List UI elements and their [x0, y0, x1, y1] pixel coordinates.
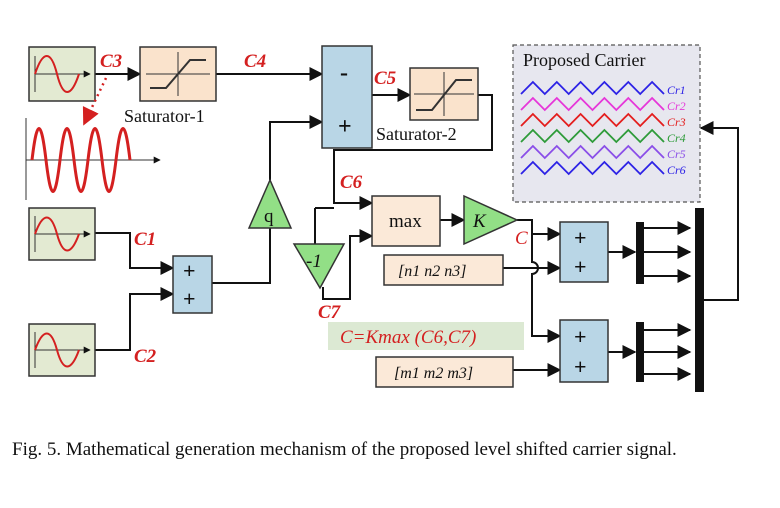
sum-lower-plus-2: + — [183, 286, 196, 311]
sine-wave-icon — [34, 216, 91, 252]
source-c3 — [28, 46, 96, 102]
figure-caption: Fig. 5. Mathematical generation mechanis… — [12, 439, 677, 460]
label-c3: C3 — [100, 51, 122, 72]
saturator-2-label: Saturator-2 — [376, 124, 457, 144]
label-c7: C7 — [318, 302, 342, 323]
m-vector-label: [m1 m2 m3] — [394, 365, 473, 382]
mux-bar-icon — [636, 208, 704, 392]
carrier-wave-6 — [520, 160, 665, 176]
n-vector-label: [n1 n2 n3] — [398, 263, 466, 280]
label-c1: C1 — [134, 229, 156, 250]
label-c6: C6 — [340, 172, 363, 193]
carrier-wave-2 — [520, 96, 665, 112]
sine-wave-plot — [25, 118, 161, 200]
max-label: max — [389, 211, 422, 232]
sum-right-lower-plus-1: + — [574, 324, 587, 349]
equation-box — [328, 322, 524, 350]
saturator-1-label: Saturator-1 — [124, 106, 205, 126]
label-c5: C5 — [374, 68, 397, 89]
saturation-curve-icon — [414, 72, 474, 116]
legend-cr3: Cr3 — [667, 115, 686, 129]
signal-wires — [95, 67, 739, 381]
carrier-waves — [520, 80, 665, 176]
sum-lower-plus-1: + — [183, 258, 196, 283]
gain-neg1-block — [292, 243, 346, 290]
label-c-out: C — [515, 228, 528, 249]
c3-pointer-arrow — [82, 77, 108, 126]
carrier-legend: Cr1 Cr2 Cr3 Cr4 Cr5 Cr6 — [667, 83, 686, 177]
legend-cr6: Cr6 — [667, 163, 686, 177]
carrier-panel — [512, 44, 701, 203]
sine-wave-icon — [34, 332, 91, 368]
legend-cr4: Cr4 — [667, 131, 686, 145]
max-block — [371, 195, 441, 247]
legend-cr2: Cr2 — [667, 99, 686, 113]
sum-right-upper-plus-2: + — [574, 254, 587, 279]
gain-k-block — [463, 194, 519, 246]
source-c1 — [28, 207, 96, 261]
block-labels: Saturator-1 Saturator-2 - + + + q -1 max… — [124, 50, 645, 382]
sum-right-upper-plus-1: + — [574, 225, 587, 250]
carrier-panel-title: Proposed Carrier — [523, 50, 645, 70]
sum-block-top — [321, 45, 373, 149]
block-diagram: C3 C4 C5 C6 C7 C1 C2 C Saturator-1 Satur… — [25, 44, 739, 392]
sum-top-minus: - — [340, 60, 348, 86]
carrier-wave-3 — [520, 112, 665, 128]
gain-q-label: q — [264, 206, 274, 227]
label-c2: C2 — [134, 346, 157, 367]
label-c4: C4 — [244, 51, 266, 72]
sum-block-right-lower — [559, 319, 609, 383]
gain-triangle-icon — [247, 178, 293, 229]
gain-k-label: K — [472, 211, 487, 232]
carrier-wave-5 — [520, 144, 665, 160]
saturation-curve-icon — [146, 52, 210, 96]
sum-block-lower — [172, 255, 213, 314]
sine-wave-icon — [34, 55, 91, 93]
carrier-wave-1 — [520, 80, 665, 96]
saturator-2 — [409, 67, 479, 121]
source-c2 — [28, 323, 96, 377]
legend-cr5: Cr5 — [667, 147, 686, 161]
sum-top-plus: + — [338, 114, 352, 140]
equation-label: C=Kmax (C6,C7) — [340, 327, 476, 348]
carrier-wave-4 — [520, 128, 665, 144]
sum-right-lower-plus-2: + — [574, 354, 587, 379]
signal-labels: C3 C4 C5 C6 C7 C1 C2 C — [100, 51, 528, 367]
legend-cr1: Cr1 — [667, 83, 686, 97]
saturator-1 — [139, 46, 217, 102]
n-vector-block — [383, 254, 504, 286]
sum-block-right-upper — [559, 221, 609, 283]
gain-neg1-label: -1 — [306, 251, 322, 272]
m-vector-block — [375, 356, 514, 388]
